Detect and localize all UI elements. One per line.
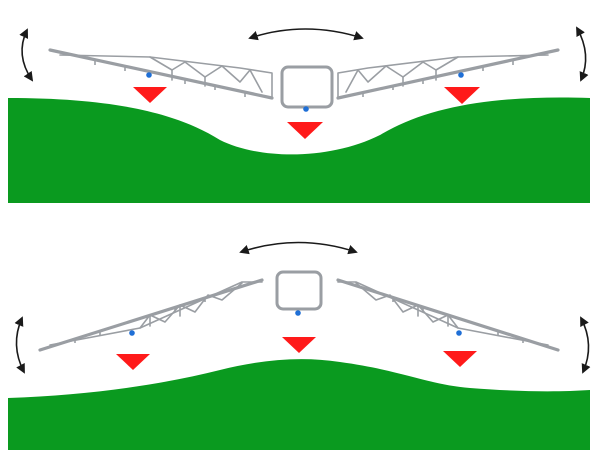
nozzle-marker-right-triangle-down-icon-2 [443, 351, 477, 367]
boom-right-wing-2 [336, 278, 560, 352]
right-sensor-icon-2 [456, 330, 462, 336]
top-panel [8, 26, 590, 203]
rotation-arrow-top-curved-double-arrow-icon-2 [239, 241, 358, 255]
boom-right-wing [336, 48, 560, 100]
nozzle-marker-left-triangle-down-icon-2 [116, 354, 150, 370]
rotation-arrow-top-curved-double-arrow-icon [248, 28, 364, 41]
nozzle-marker-left-triangle-down-icon [133, 87, 167, 103]
nozzle-marker-center-triangle-down-icon-2 [282, 337, 316, 353]
left-sensor-icon-2 [129, 330, 135, 336]
ground-hill [8, 359, 590, 450]
center-sensor-icon [303, 106, 309, 112]
tilt-arrow-right-curved-double-arrow-icon-2 [580, 316, 591, 374]
bottom-panel [8, 241, 591, 450]
boom-left-wing-2 [38, 278, 264, 352]
right-sensor-icon [458, 72, 464, 78]
center-sensor-icon-2 [295, 310, 301, 316]
boom-left-wing [48, 48, 274, 100]
tilt-arrow-right-curved-double-arrow-icon [576, 26, 589, 82]
boom-center-frame-2 [275, 270, 323, 311]
nozzle-marker-center-triangle-down-icon [287, 122, 323, 139]
left-sensor-icon [146, 72, 152, 78]
boom-center-frame [280, 65, 334, 109]
nozzle-marker-right-triangle-down-icon [444, 87, 480, 104]
tilt-arrow-left-curved-double-arrow-icon [19, 28, 34, 82]
tilt-arrow-left-curved-double-arrow-icon-2 [14, 316, 25, 374]
ground-valley [8, 97, 590, 203]
